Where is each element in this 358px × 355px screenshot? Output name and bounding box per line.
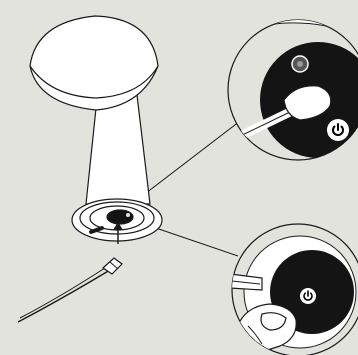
- lamp: [29, 15, 163, 242]
- arrow-up-icon: [113, 222, 123, 244]
- leader-line-bottom: [149, 225, 239, 257]
- lamp-shade-rim: [29, 65, 159, 99]
- power-icon: [332, 123, 344, 136]
- usb-plug-detail: [232, 280, 261, 285]
- led-indicator-icon: [126, 213, 130, 217]
- callout-top: [227, 19, 358, 161]
- usb-cable-plug-in-base: [89, 226, 104, 234]
- callout-bottom: [231, 223, 358, 355]
- charging-port-area: [106, 209, 134, 225]
- usb-plug: [283, 85, 332, 121]
- usb-cable-icon: [17, 257, 123, 323]
- led-indicator-core: [297, 61, 303, 67]
- power-icon: [303, 290, 313, 301]
